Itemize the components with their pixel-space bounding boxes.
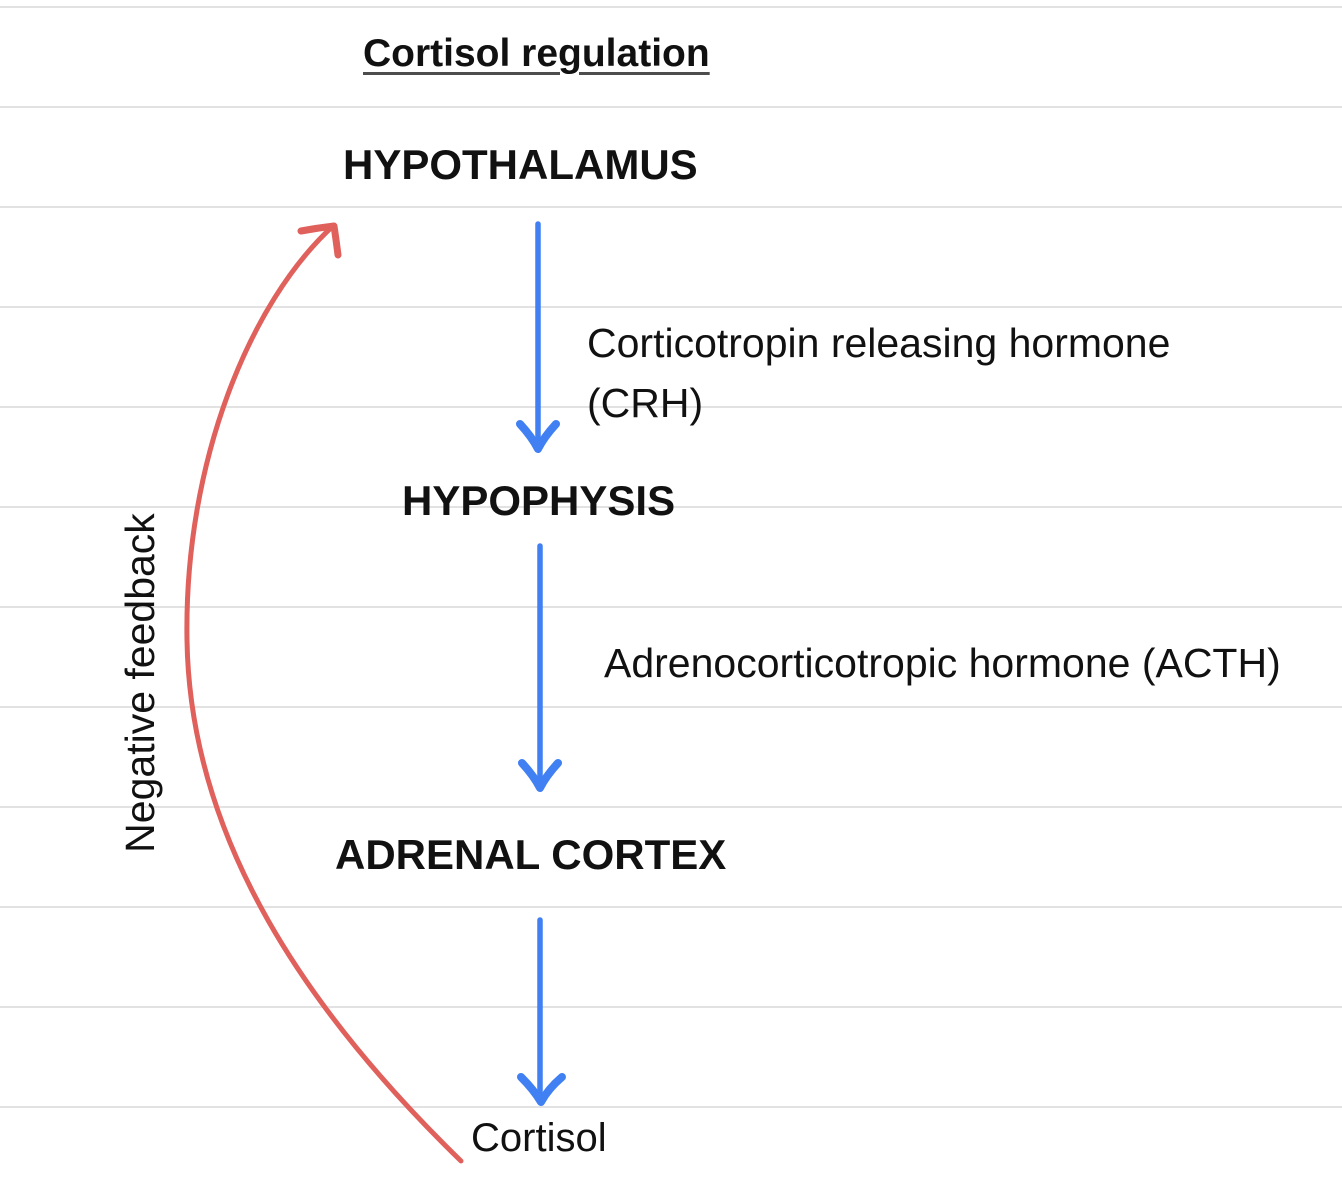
node-hypophysis: HYPOPHYSIS <box>402 477 676 524</box>
acth-arrowhead-icon <box>518 759 562 792</box>
crh-arrow <box>516 221 560 453</box>
negative-feedback-arrowhead-icon <box>297 222 342 259</box>
cortisol-arrowhead-icon <box>517 1073 566 1106</box>
node-adrenal-cortex: ADRENAL CORTEX <box>335 831 727 878</box>
diagram-title: Cortisol regulation <box>363 32 710 75</box>
crh-edge-label: Corticotropin releasing hormone (CRH) <box>587 320 1171 426</box>
crh-arrowhead-icon <box>516 420 560 453</box>
negative-feedback-arrow <box>184 222 464 1164</box>
acth-edge-label: Adrenocorticotropic hormone (ACTH) <box>604 640 1281 686</box>
node-cortisol: Cortisol <box>471 1116 607 1160</box>
acth-arrow <box>518 543 562 792</box>
node-hypothalamus: HYPOTHALAMUS <box>343 141 698 188</box>
negative-feedback-curve <box>184 223 464 1164</box>
cortisol-arrow <box>517 917 566 1106</box>
negative-feedback-label: Negative feedback <box>117 513 163 853</box>
